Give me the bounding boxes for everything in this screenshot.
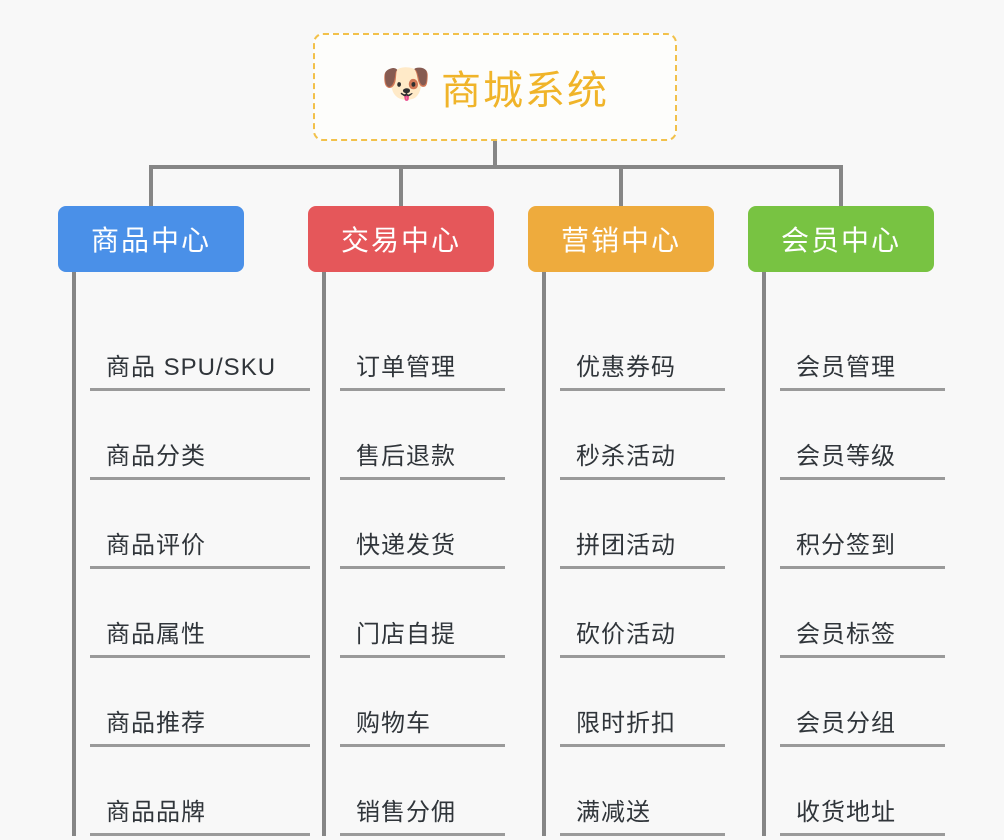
column-trunk-connector [322,272,326,836]
leaf-item-rule [560,655,725,658]
leaf-item-rule [90,655,310,658]
leaf-item-label: 商品 SPU/SKU [106,354,277,381]
leaf-item-label: 商品分类 [106,443,206,470]
leaf-item-label: 会员标签 [796,621,896,648]
leaf-item-rule [780,566,945,569]
leaf-item-label: 砍价活动 [576,621,676,648]
leaf-item-label: 拼团活动 [576,532,676,559]
leaf-item-rule [340,388,505,391]
leaf-item-rule [780,833,945,836]
column-trunk-connector [542,272,546,836]
leaf-item-label: 优惠券码 [576,354,676,381]
leaf-item-rule [340,833,505,836]
leaf-item-label: 商品评价 [106,532,206,559]
category-header-2[interactable]: 交易中心 [308,206,494,272]
column-trunk-connector [72,272,76,836]
leaf-item-rule [90,833,310,836]
leaf-item-rule [340,744,505,747]
leaf-item-label: 会员等级 [796,443,896,470]
leaf-item-label: 收货地址 [796,799,896,826]
header-drop-connector [149,165,153,206]
header-drop-connector [839,165,843,206]
category-header-4[interactable]: 会员中心 [748,206,934,272]
leaf-item-label: 订单管理 [356,354,456,381]
horizontal-bus-connector [149,165,841,169]
leaf-item-label: 快递发货 [356,532,456,559]
leaf-item-label: 销售分佣 [356,799,456,826]
leaf-item-label: 售后退款 [356,443,456,470]
leaf-item-rule [560,744,725,747]
leaf-item-rule [90,744,310,747]
leaf-item-rule [90,477,310,480]
leaf-item-label: 门店自提 [356,621,456,648]
root-stem-connector [493,141,497,169]
leaf-item-label: 会员管理 [796,354,896,381]
leaf-item-rule [780,655,945,658]
category-header-label: 营销中心 [560,225,681,256]
leaf-item-label: 商品品牌 [106,799,206,826]
leaf-item-rule [560,566,725,569]
leaf-item-label: 商品属性 [106,621,206,648]
leaf-item-label: 限时折扣 [576,710,676,737]
leaf-item-rule [90,566,310,569]
leaf-item-rule [560,477,725,480]
header-drop-connector [399,165,403,206]
leaf-item-rule [780,388,945,391]
leaf-item-rule [560,388,725,391]
root-node[interactable]: 🐶 商城系统 [313,33,677,141]
leaf-item-label: 会员分组 [796,710,896,737]
leaf-item-rule [340,655,505,658]
column-trunk-connector [762,272,766,836]
root-node-label: 商城系统 [441,69,609,113]
shiba-dog-face-icon: 🐶 [381,62,431,106]
leaf-item-rule [90,388,310,391]
leaf-item-label: 积分签到 [796,532,896,559]
leaf-item-rule [340,566,505,569]
leaf-item-label: 秒杀活动 [576,443,676,470]
category-header-3[interactable]: 营销中心 [528,206,714,272]
leaf-item-rule [340,477,505,480]
header-drop-connector [619,165,623,206]
category-header-label: 交易中心 [340,225,461,256]
category-header-1[interactable]: 商品中心 [58,206,244,272]
leaf-item-rule [780,477,945,480]
category-header-label: 商品中心 [90,225,211,256]
category-header-label: 会员中心 [780,225,901,256]
leaf-item-label: 满减送 [576,799,651,826]
leaf-item-label: 商品推荐 [106,710,206,737]
leaf-item-rule [560,833,725,836]
leaf-item-rule [780,744,945,747]
leaf-item-label: 购物车 [356,710,431,737]
